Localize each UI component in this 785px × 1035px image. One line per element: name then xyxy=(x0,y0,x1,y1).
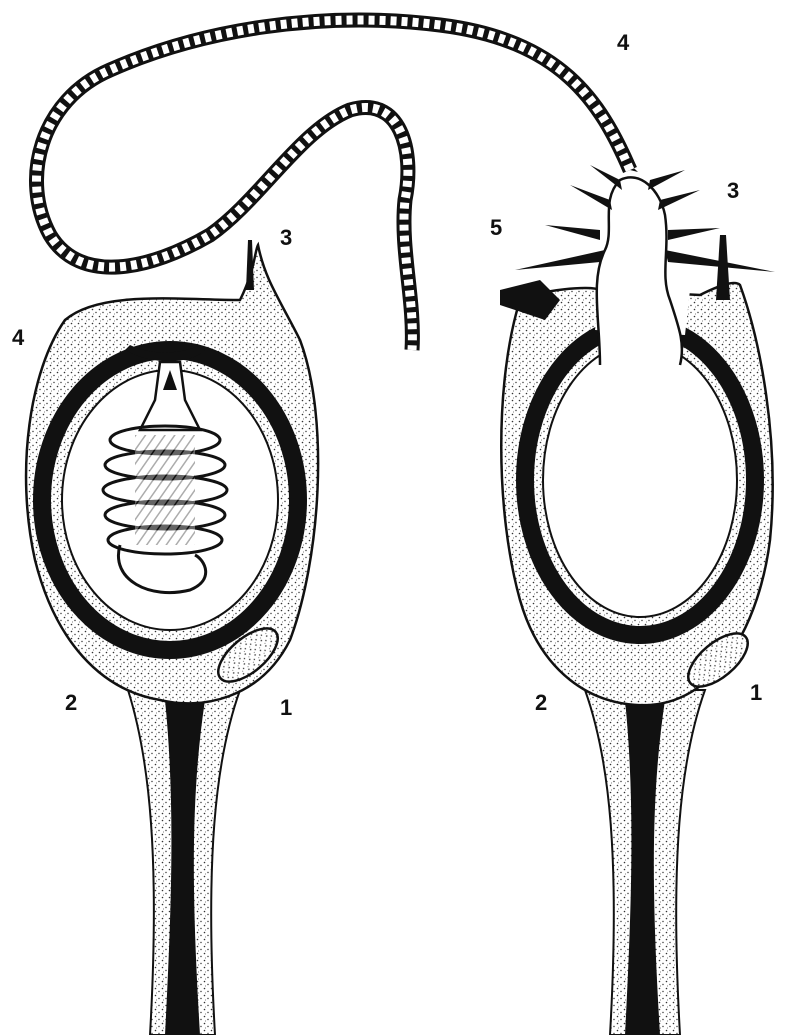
label-right-thread: 4 xyxy=(617,30,630,55)
left-cnidocyte xyxy=(26,240,318,1035)
left-thread-shading xyxy=(135,435,195,545)
label-right-operculum: 5 xyxy=(490,215,502,240)
right-cnidocil xyxy=(716,235,730,300)
right-capsule-lumen xyxy=(543,343,737,617)
label-left-cnidocil: 3 xyxy=(280,225,292,250)
label-right-nucleus: 1 xyxy=(750,680,762,705)
right-cnidocyte xyxy=(500,150,775,1035)
label-right-cnidocil: 3 xyxy=(727,178,739,203)
left-cnidocil xyxy=(246,240,254,290)
label-left-nucleus: 1 xyxy=(280,695,292,720)
label-left-capsule-wall: 4 xyxy=(12,325,25,350)
label-left-stalk: 2 xyxy=(65,690,77,715)
label-right-stalk: 2 xyxy=(535,690,547,715)
